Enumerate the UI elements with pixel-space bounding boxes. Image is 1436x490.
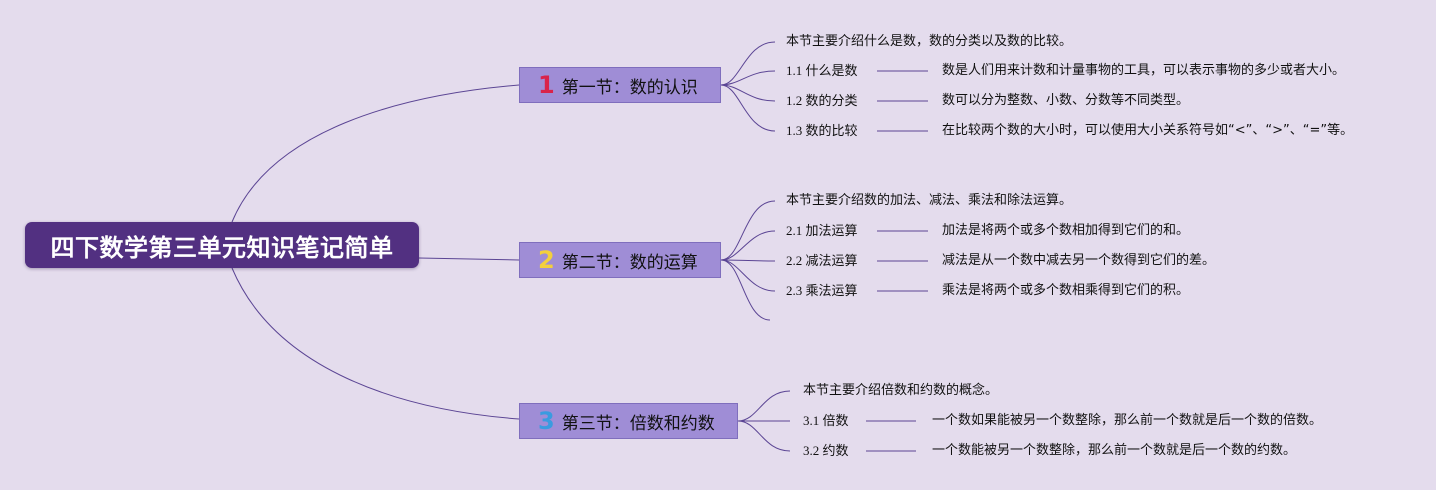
connector-root-section-1 — [231, 84, 520, 223]
connector-s2-item-1 — [720, 230, 776, 261]
connector-s1-item-1 — [720, 70, 776, 86]
section-2-item-2-label[interactable]: 2.2 减法运算 — [786, 253, 858, 268]
section-1-node[interactable]: 1 第一节：数的认识 — [519, 67, 721, 103]
connector-root-section-2 — [418, 257, 520, 261]
root-topic[interactable]: 四下数学第三单元知识笔记简单 — [25, 222, 419, 268]
section-2-item-3-text[interactable]: 乘法是将两个或多个数相乘得到它们的积。 — [942, 283, 1190, 298]
connector-root-section-3 — [231, 267, 520, 420]
section-1-item-3-text[interactable]: 在比较两个数的大小时，可以使用大小关系符号如“<”、“>”、“=”等。 — [942, 123, 1354, 138]
section-1-item-2-label[interactable]: 1.2 数的分类 — [786, 93, 858, 108]
connector-s2-empty-branch — [720, 259, 771, 321]
section-2-item-1-text[interactable]: 加法是将两个或多个数相加得到它们的和。 — [942, 223, 1190, 238]
connector-s1-item-2 — [720, 84, 776, 102]
connector-s2-item-3 — [720, 259, 776, 292]
connector-s3-item-2 — [737, 420, 791, 452]
section-2-node[interactable]: 2 第二节：数的运算 — [519, 242, 721, 278]
section-1-item-2-text[interactable]: 数可以分为整数、小数、分数等不同类型。 — [942, 93, 1190, 108]
number-2-icon: 2 — [538, 246, 555, 274]
section-1-intro[interactable]: 本节主要介绍什么是数，数的分类以及数的比较。 — [786, 34, 1073, 49]
section-2-item-2-text[interactable]: 减法是从一个数中减去另一个数得到它们的差。 — [942, 253, 1216, 268]
section-3-item-1-label[interactable]: 3.1 倍数 — [803, 413, 849, 428]
section-3-title: 第三节：倍数和约数 — [561, 413, 715, 434]
section-3-node[interactable]: 3 第三节：倍数和约数 — [519, 403, 738, 439]
section-1-item-1-text[interactable]: 数是人们用来计数和计量事物的工具，可以表示事物的多少或者大小。 — [942, 63, 1346, 78]
section-1-title: 第一节：数的认识 — [561, 77, 698, 98]
section-2-intro[interactable]: 本节主要介绍数的加法、减法、乘法和除法运算。 — [786, 193, 1073, 208]
section-3-intro[interactable]: 本节主要介绍倍数和约数的概念。 — [803, 383, 999, 398]
section-1-item-1-label[interactable]: 1.1 什么是数 — [786, 63, 858, 78]
connector-s2-item-2 — [720, 259, 776, 262]
section-3-item-1-text[interactable]: 一个数如果能被另一个数整除，那么前一个数就是后一个数的倍数。 — [932, 413, 1323, 428]
section-3-item-2-text[interactable]: 一个数能被另一个数整除，那么前一个数就是后一个数的约数。 — [932, 443, 1297, 458]
section-1-item-3-label[interactable]: 1.3 数的比较 — [786, 123, 858, 138]
number-3-icon: 3 — [538, 407, 555, 435]
section-2-item-1-label[interactable]: 2.1 加法运算 — [786, 223, 858, 238]
connector-s3-intro — [737, 390, 791, 422]
connector-s2-intro — [720, 200, 776, 261]
section-3-item-2-label[interactable]: 3.2 约数 — [803, 443, 849, 458]
connector-s1-intro — [720, 41, 776, 86]
section-2-item-3-label[interactable]: 2.3 乘法运算 — [786, 283, 858, 298]
section-2-title: 第二节：数的运算 — [561, 252, 698, 273]
connector-s1-item-3 — [720, 84, 776, 132]
number-1-icon: 1 — [538, 71, 555, 99]
